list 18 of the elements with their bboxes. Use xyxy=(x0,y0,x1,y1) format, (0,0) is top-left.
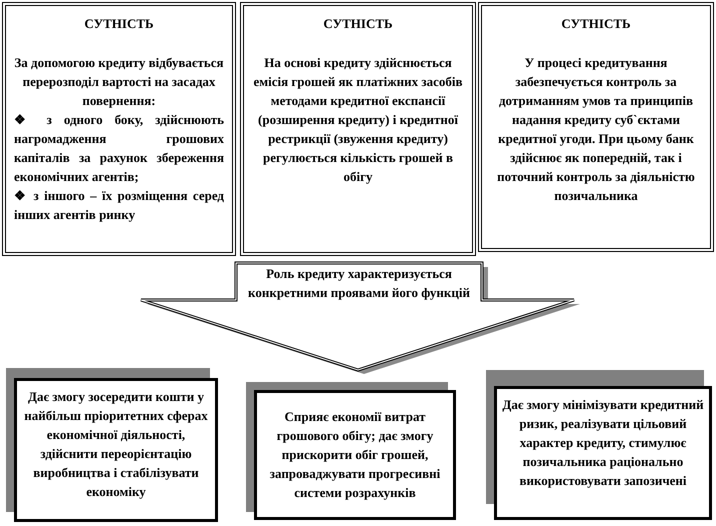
box-heading: СУТНІСТЬ xyxy=(560,15,632,33)
box-text: ❖ з іншого – їх розміщення серед інших агентів ринку xyxy=(14,187,224,224)
text-box xyxy=(494,386,712,520)
text-box xyxy=(478,2,714,252)
text-box xyxy=(2,2,236,256)
box-text: Сприяє економії витрат грошового обігу; дає змогу прискорити обіг грошей, запроваджувати прогресивні системи розрахунків xyxy=(268,408,442,502)
text-box xyxy=(14,378,218,522)
box-text: ❖ з одного боку, здійснюють нагромадження грошових капіталів за рахунок збереження економічних агентів; xyxy=(14,111,224,186)
text-box xyxy=(254,390,456,520)
box-heading: СУТНІСТЬ xyxy=(83,15,155,33)
text-box xyxy=(240,2,476,256)
box-text: За допомогою кредиту відбувається перерозподіл вартості на засадах повернення: xyxy=(14,54,224,110)
box-text: Дає змогу мінімізувати кредитний ризик, реалізувати цільовий характер кредиту, стимулює позичальника раціонально використовувати запозичені xyxy=(501,396,705,490)
box-text: У процесі кредитування забезпечується контроль за дотриманням умов та принципів надання кредиту суб`єктами кредитної угоди. При цьому банк здійснює як попередній, так і поточний контроль за діяльністю позичальника xyxy=(496,54,696,205)
box-text: Дає змогу зосередити кошти у найбільш пріоритетних сферах економічної діяльності, здійснити переорієнтацію виробництва і стабілізувати економіку xyxy=(23,388,209,501)
callout-text: Роль кредиту характеризується конкретними проявами його функцій xyxy=(247,265,471,302)
box-heading: СУТНІСТЬ xyxy=(322,15,394,33)
box-text: На основі кредиту здійснюється емісія грошей як платіжних засобів методами кредитної експансії (розширення кредиту) і кредитної рестрикції (звуження кредиту) регулюється кількість грошей в обігу xyxy=(252,54,464,186)
